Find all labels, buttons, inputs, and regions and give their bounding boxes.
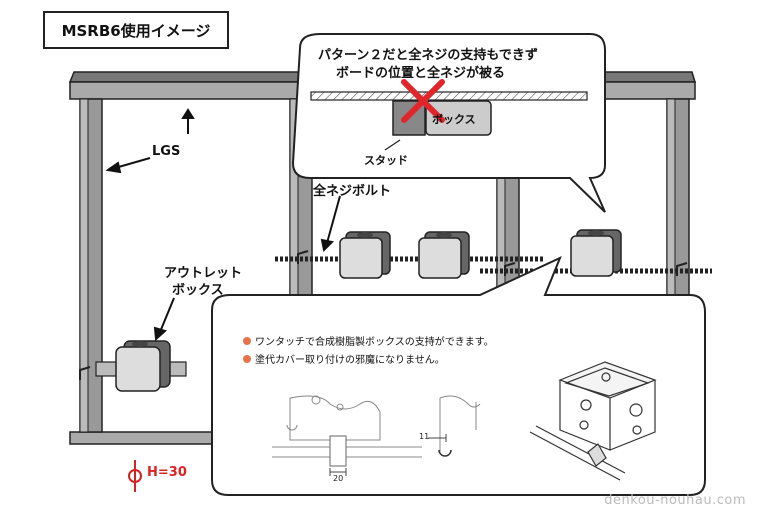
dimension-20: 20: [333, 474, 344, 483]
cross-mark: [401, 79, 445, 123]
stud-leader: [384, 139, 401, 151]
dimension-11: 11: [419, 432, 430, 441]
bullet-dot: [243, 354, 251, 363]
note-1-text: ワンタッチで合成樹脂製ボックスの支持ができます。: [255, 337, 494, 348]
junction-box: [418, 231, 470, 279]
bubble-line1: パターン２だと全ネジの支持もできず: [318, 48, 538, 63]
label-outlet-line1: アウトレット: [164, 266, 243, 281]
board: [310, 91, 588, 101]
isometric-box-drawing: [529, 361, 657, 481]
note-1: ワンタッチで合成樹脂製ボックスの支持ができます。: [243, 333, 494, 348]
arrow-lgs-left: [105, 157, 151, 174]
stud-left: [79, 98, 103, 433]
bolt-hook: [504, 262, 516, 276]
arrow-lgs-top: [181, 108, 195, 134]
label-lgs: LGS: [152, 144, 181, 159]
note-2-text: 塗代カバー取り付けの邪魔になりません。: [255, 355, 445, 366]
front-view-drawing: [272, 395, 422, 476]
bolt-hook: [676, 262, 688, 276]
height-label: H=30: [147, 465, 187, 480]
arrow-bolt: [320, 195, 341, 253]
bolt-hook: [297, 250, 309, 264]
bullet-dot: [243, 336, 251, 345]
watermark: denkou-nouhau.com: [604, 493, 746, 508]
junction-box: [570, 229, 622, 277]
side-view-drawing: [428, 395, 481, 457]
arrow-outlet: [153, 297, 175, 342]
bubble-box: [425, 100, 492, 136]
outlet-box: [95, 340, 187, 392]
label-bolt: 全ネジボルト: [313, 184, 392, 199]
bubble-line2: ボードの位置と全ネジが被る: [336, 66, 506, 81]
note-2: 塗代カバー取り付けの邪魔になりません。: [243, 351, 445, 366]
label-box: ボックス: [432, 113, 476, 126]
junction-box: [339, 231, 391, 279]
diagram-title: MSRB6使用イメージ: [43, 11, 229, 49]
height-marker: [128, 460, 142, 492]
label-outlet-line2: ボックス: [172, 283, 224, 298]
label-stud: スタッド: [364, 154, 408, 167]
bolt-hook: [79, 366, 91, 380]
